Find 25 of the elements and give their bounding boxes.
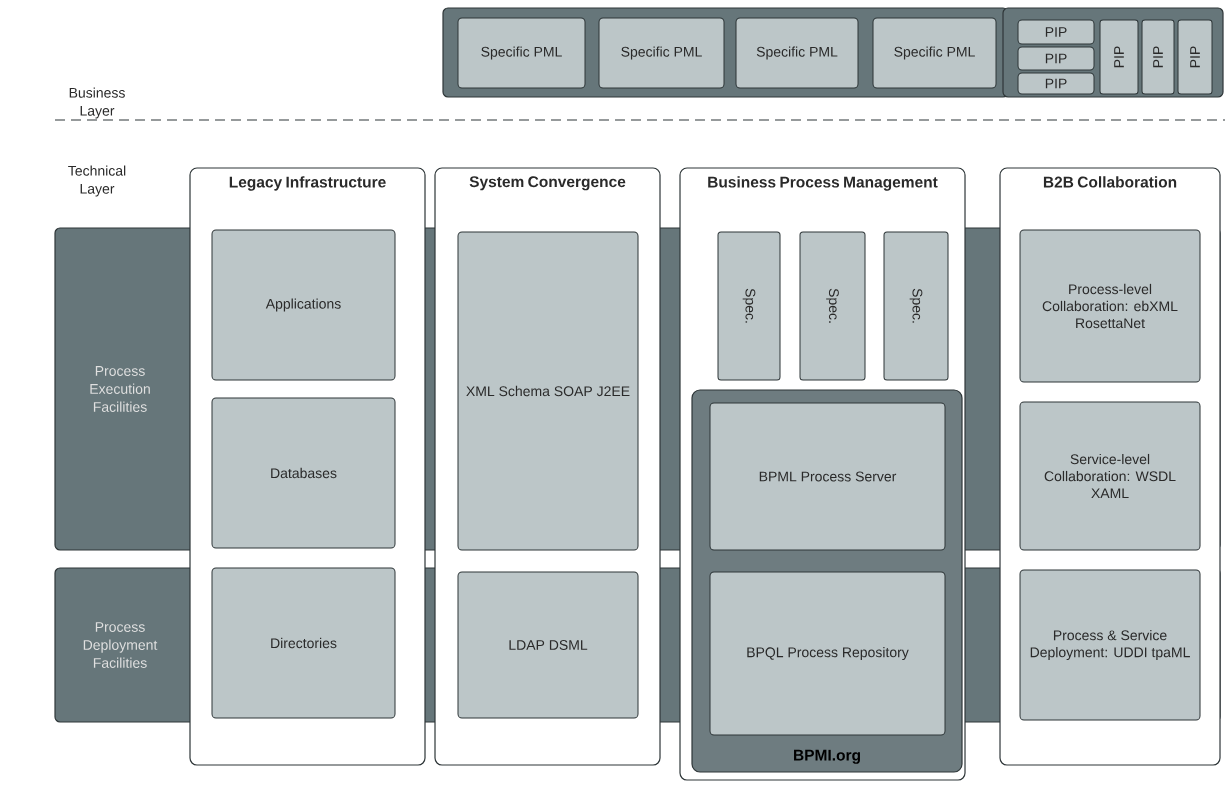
spec-box: Spec. [799,231,866,381]
component-box: Databases [211,397,396,549]
component-box: PIP [1017,46,1095,71]
component-box: Specific PML [735,17,859,89]
component-box: PIP [1017,72,1095,95]
component-box: Specific PML [598,17,725,89]
component-box: PIP [1141,19,1175,95]
spec-box: Spec. [717,231,781,381]
component-box: BPML Process Server [709,402,946,551]
component-box: Directories [211,567,396,719]
component-box: Specific PML [457,17,586,89]
component-box: Process-level Collaboration: ebXML RosettaNet [1019,229,1201,383]
component-box: Service-level Collaboration: WSDL XAML [1019,401,1201,551]
layer-label: Business Layer [69,87,125,119]
component-box: Process & Service Deployment: UDDI tpaML [1019,569,1201,721]
component-box: PIP [1099,19,1139,95]
component-box: BPQL Process Repository [709,571,946,736]
component-box: PIP [1017,19,1095,45]
component-box: LDAP DSML [457,571,639,719]
component-box: Specific PML [872,17,997,89]
component-box: PIP [1177,19,1213,95]
component-box: XML Schema SOAP J2EE [457,231,639,551]
component-box: Applications [211,229,396,381]
spec-box: Spec. [883,231,949,381]
layer-label: Technical Layer [68,165,126,197]
